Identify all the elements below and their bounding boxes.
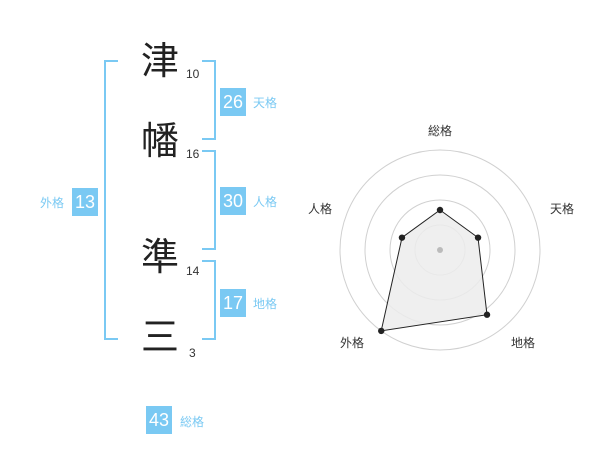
radar-center-dot — [437, 247, 443, 253]
radar-ring — [364, 174, 516, 326]
radar-point — [436, 206, 444, 214]
jinkaku-value-badge: 30 — [220, 187, 246, 215]
stroke-count-2: 16 — [186, 147, 200, 161]
radar-point — [483, 311, 491, 318]
stroke-count-4: 3 — [189, 346, 196, 360]
chikaku-bracket — [202, 260, 216, 340]
stroke-count-1: 10 — [186, 67, 200, 81]
soukaku-value-badge: 43 — [146, 406, 172, 434]
radar-point — [398, 234, 406, 241]
radar-data-polygon — [380, 209, 488, 332]
name-char-4: 三 — [140, 315, 179, 359]
soukaku-label: 総格 — [180, 415, 205, 429]
radar-point — [378, 327, 385, 335]
tenkaku-value-badge: 26 — [220, 88, 246, 116]
chikaku-label: 地格 — [253, 297, 278, 311]
name-char-2: 幡 — [140, 119, 179, 163]
jinkaku-label: 人格 — [253, 195, 278, 209]
gaikaku-bracket — [104, 60, 118, 340]
name-char-1: 津 — [140, 39, 179, 83]
radar-ring — [339, 149, 541, 351]
radar-axis-label-chikaku: 地格 — [511, 336, 536, 350]
radar-points — [378, 206, 491, 335]
jinkaku-bracket — [202, 150, 216, 250]
gaikaku-value-badge: 13 — [72, 188, 98, 216]
chikaku-value-badge: 17 — [220, 289, 246, 317]
name-char-3: 準 — [140, 235, 179, 279]
tenkaku-bracket — [202, 60, 216, 140]
radar-axis-label-tenkaku: 天格 — [550, 202, 575, 216]
radar-axis-label-soukaku: 総格 — [428, 124, 453, 138]
radar-axis-label-jinkaku: 人格 — [308, 202, 333, 216]
gaikaku-label: 外格 — [40, 196, 65, 210]
stroke-count-3: 14 — [186, 264, 200, 278]
tenkaku-label: 天格 — [253, 96, 278, 110]
radar-axis-label-gaikaku: 外格 — [340, 336, 365, 350]
radar-point — [474, 234, 482, 241]
